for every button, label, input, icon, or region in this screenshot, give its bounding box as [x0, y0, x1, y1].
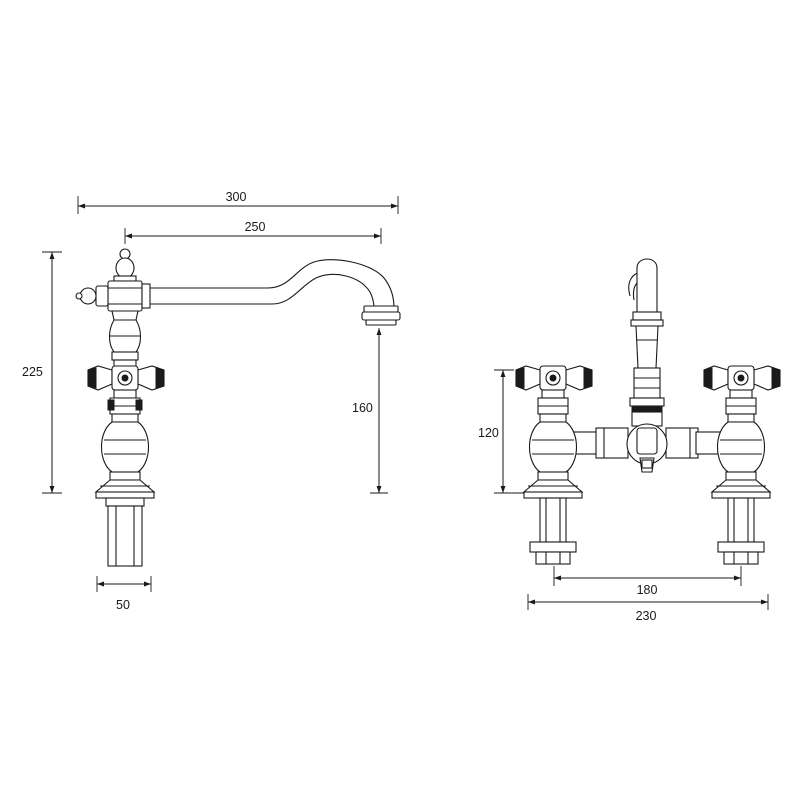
cross-handle [87, 365, 165, 391]
tap-body [75, 248, 151, 369]
dim-label-250: 250 [245, 220, 266, 234]
dim-spout-height: 160 [352, 328, 388, 494]
dim-label-180: 180 [637, 583, 658, 597]
dim-overall-height: 225 [22, 251, 62, 494]
left-valve [515, 365, 593, 565]
dim-tail-width: 50 [96, 576, 152, 612]
side-view: 300 250 225 160 50 [22, 190, 401, 612]
dim-front-height: 120 [478, 369, 524, 494]
dim-label-225: 225 [22, 365, 43, 379]
right-valve [703, 365, 781, 565]
dim-spout-reach: 250 [124, 220, 382, 244]
dim-overall-width: 300 [77, 190, 399, 214]
dim-centres: 180 [553, 566, 742, 597]
dim-label-50: 50 [116, 598, 130, 612]
bridge-bar [571, 423, 723, 473]
front-view: 120 180 230 [478, 258, 781, 623]
lower-body [94, 389, 156, 567]
dim-label-300: 300 [226, 190, 247, 204]
dim-label-160: 160 [352, 401, 373, 415]
center-spout [628, 258, 665, 427]
dim-front-width: 230 [527, 594, 769, 623]
dim-label-120: 120 [478, 426, 499, 440]
dim-label-230: 230 [636, 609, 657, 623]
spout [148, 259, 401, 326]
